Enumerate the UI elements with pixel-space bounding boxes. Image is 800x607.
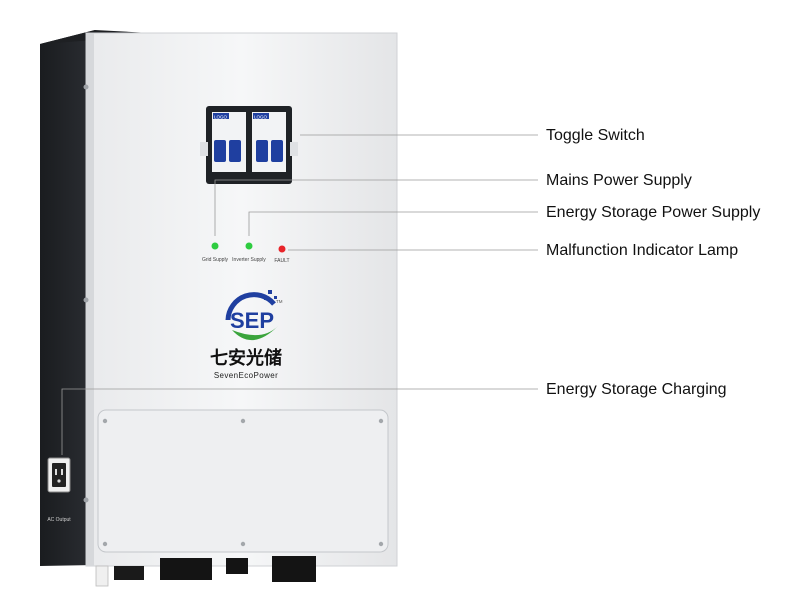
breaker-clip-right bbox=[290, 142, 298, 156]
fault-label: FAULT bbox=[274, 258, 289, 264]
bottom-foot bbox=[95, 565, 109, 587]
front-panel-edge-shade bbox=[86, 33, 94, 566]
bottom-connector bbox=[226, 558, 248, 574]
inverter-supply-indicator bbox=[245, 242, 253, 250]
brand-english-name: SevenEcoPower bbox=[214, 371, 278, 380]
breaker-toggle-1 bbox=[214, 140, 226, 162]
breaker-clip-left bbox=[200, 142, 208, 156]
callout-energy-storage-charging: Energy Storage Charging bbox=[546, 381, 727, 398]
logo-pixel bbox=[268, 290, 272, 294]
fault-indicator bbox=[278, 245, 286, 253]
brand-logo: SEP TM bbox=[225, 290, 283, 341]
cover-screw bbox=[240, 418, 246, 424]
logo-pixel bbox=[264, 297, 267, 300]
callout-toggle-switch: Toggle Switch bbox=[546, 127, 645, 144]
inverter-supply-label: Inverter Supply bbox=[232, 257, 266, 263]
cover-screw bbox=[378, 541, 384, 547]
logo-pixel bbox=[274, 296, 277, 299]
breaker-toggle-3 bbox=[256, 140, 268, 162]
callout-malfunction-indicator-lamp: Malfunction Indicator Lamp bbox=[546, 242, 739, 259]
lower-cover-plate bbox=[97, 409, 389, 553]
mains-power-leader bbox=[214, 179, 538, 236]
inverter-side-housing bbox=[40, 30, 95, 566]
ac-output-socket-face bbox=[52, 463, 66, 487]
breaker-logo-left bbox=[213, 113, 229, 119]
breaker-logo-text-right: LOGO bbox=[254, 115, 268, 120]
logo-blue-arc bbox=[225, 292, 276, 321]
cover-screw bbox=[102, 418, 108, 424]
breaker-logo-text-left: LOGO bbox=[214, 115, 228, 120]
cover-screw bbox=[378, 418, 384, 424]
socket-pin bbox=[55, 469, 57, 475]
callout-mains-power-supply: Mains Power Supply bbox=[546, 172, 692, 189]
bottom-connector bbox=[272, 556, 316, 582]
grid-supply-indicator bbox=[211, 242, 219, 250]
logo-tm: TM bbox=[276, 299, 283, 304]
logo-letters: SEP bbox=[230, 308, 274, 333]
panel-screw bbox=[83, 497, 89, 503]
grid-supply-label: Grid Supply bbox=[202, 257, 229, 263]
brand-chinese-name: 七安光储 bbox=[210, 347, 282, 369]
ac-output-label: AC Output bbox=[47, 517, 71, 523]
logo-green-leaf bbox=[232, 326, 278, 341]
breaker-toggle-2 bbox=[229, 140, 241, 162]
panel-screw bbox=[83, 84, 89, 90]
bottom-connector bbox=[114, 566, 144, 580]
panel-screw bbox=[83, 297, 89, 303]
cover-screw bbox=[102, 541, 108, 547]
socket-pin bbox=[61, 469, 63, 475]
breaker-toggle-4 bbox=[271, 140, 283, 162]
callout-lines bbox=[61, 134, 538, 455]
socket-ground bbox=[57, 479, 61, 483]
energy-storage-power-leader bbox=[248, 211, 538, 236]
energy-storage-charging-leader bbox=[61, 388, 538, 455]
breaker-logo-right bbox=[253, 113, 269, 119]
cover-screw bbox=[240, 541, 246, 547]
bottom-connector bbox=[160, 558, 212, 580]
callout-energy-storage-power-supply: Energy Storage Power Supply bbox=[546, 204, 761, 221]
